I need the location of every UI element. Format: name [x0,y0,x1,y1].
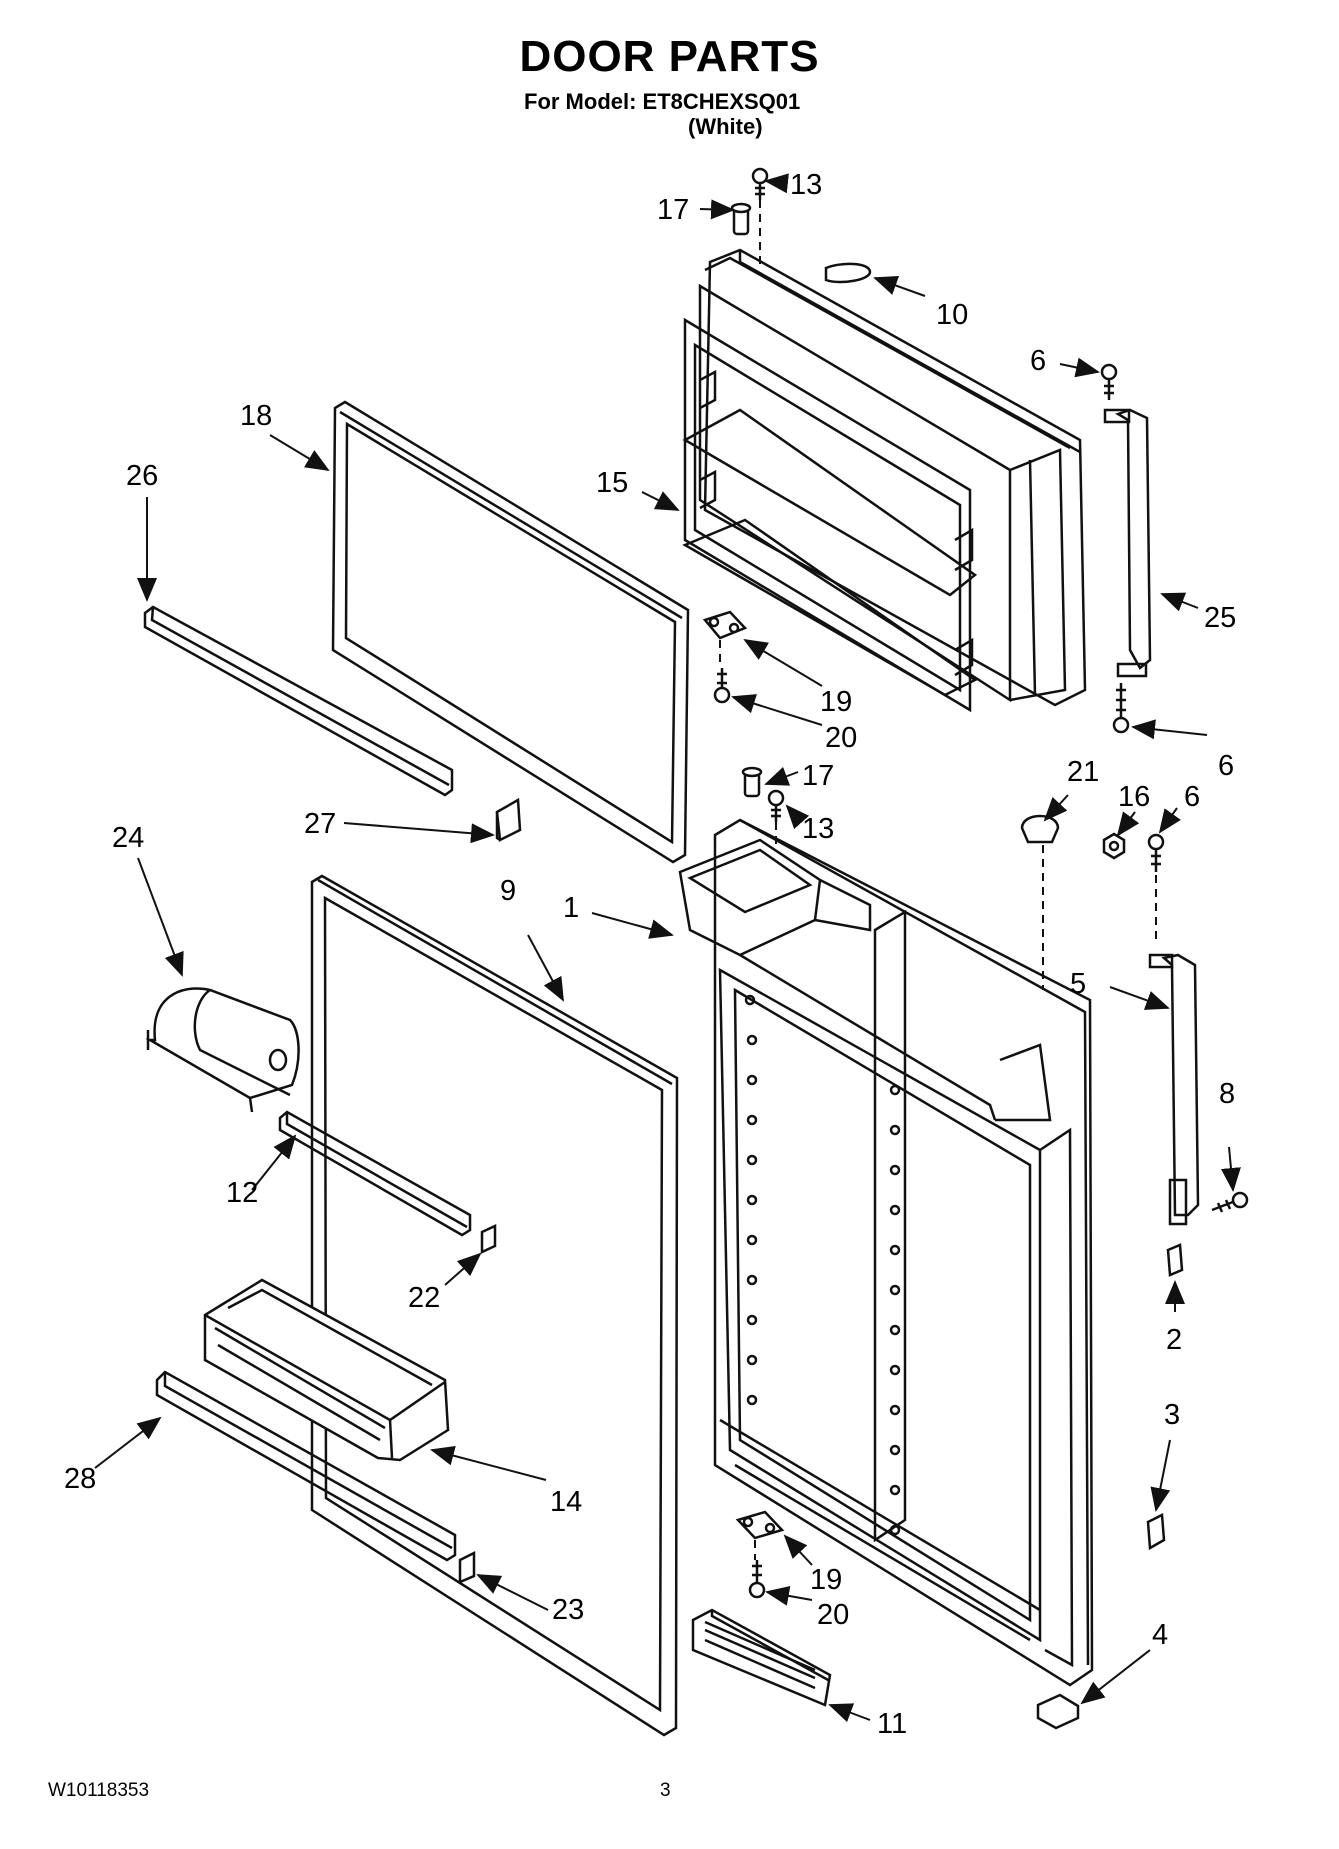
callout-20-bottom: 20 [817,1599,849,1631]
callout-19-bottom: 19 [810,1564,842,1596]
page-number: 3 [660,1780,671,1801]
callout-2: 2 [1166,1324,1182,1356]
hinge-part-5 [1148,953,1200,1226]
bracket-part-4 [1036,1693,1080,1730]
trim-part-12 [278,1110,472,1237]
hinge-bracket-part-19-bottom [735,1510,785,1540]
screw-part-8 [1211,1191,1249,1213]
gasket-10 [824,262,872,284]
cover-part-11 [691,1608,832,1707]
page-title: DOOR PARTS [519,32,820,81]
callout-labels: 13 17 10 6 18 26 15 25 19 20 6 17 21 13 … [64,169,1236,1740]
callout-6-mid: 6 [1218,750,1234,782]
screw-part-6-bottom [1112,683,1130,734]
callout-14: 14 [550,1486,582,1518]
clip-part-27 [495,797,522,842]
callout-21: 21 [1067,756,1099,788]
callout-28: 28 [64,1463,96,1495]
clip-part-23 [458,1550,476,1584]
freezer-gasket-part-18 [331,400,690,864]
callout-4: 4 [1152,1619,1168,1651]
callout-23: 23 [552,1594,584,1626]
nut-part-16 [1102,832,1126,860]
door-bin-part-14 [203,1278,450,1462]
callout-10: 10 [936,299,968,331]
callout-24: 24 [112,822,144,854]
callout-5: 5 [1070,968,1086,1000]
callout-19-top: 19 [820,686,852,718]
door-plug-part-17 [741,766,763,798]
callout-27: 27 [304,808,336,840]
clip-part-2 [1166,1243,1184,1277]
callout-13-bottom: 13 [802,813,834,845]
callout-18: 18 [240,400,272,432]
callout-17-bottom: 17 [802,760,834,792]
trim-strip-part-26 [143,605,454,797]
callout-6-right: 6 [1184,781,1200,813]
fresh-food-gasket-part-9 [310,874,679,1737]
dairy-cover-part-24 [145,987,300,1113]
fresh-food-door-part-1 [678,818,1094,1687]
callout-8: 8 [1219,1078,1235,1110]
callout-1: 1 [563,892,579,924]
hinge-screw-part-20-top [713,668,731,704]
leader-lines [94,173,1241,1723]
hinge-screw-part-20-bottom [748,1560,766,1599]
callout-16: 16 [1118,781,1150,813]
callout-20-top: 20 [825,722,857,754]
bracket-part-3 [1146,1513,1166,1551]
callout-11: 11 [877,1708,907,1740]
screw-part-6-right [1147,833,1165,872]
hinge-bracket-part-19-top [702,610,748,640]
trim-part-28 [155,1370,457,1562]
callout-3: 3 [1164,1399,1180,1431]
callout-22: 22 [408,1282,440,1314]
freezer-door-top-screw-13 [751,167,769,200]
handle-part-25 [1103,408,1152,678]
model-line: For Model: ET8CHEXSQ01 [524,89,801,114]
doc-number: W10118353 [48,1780,150,1801]
color-line: (White) [688,114,763,139]
callout-15: 15 [596,467,628,499]
freezer-door-part-15 [682,248,1087,713]
plug-part-21 [1020,814,1060,844]
callout-17-top: 17 [657,194,689,226]
screw-part-6-top [1100,363,1118,400]
callout-26: 26 [126,460,158,492]
door-screw-part-13 [767,789,785,822]
freezer-door-top-plug-17 [730,202,752,236]
callout-13-top: 13 [790,169,822,201]
callout-6-top: 6 [1030,345,1046,377]
door-holes [744,994,901,1536]
clip-part-22 [480,1224,497,1254]
callout-9: 9 [500,875,516,907]
callout-12: 12 [226,1177,258,1209]
callout-25: 25 [1204,602,1236,634]
